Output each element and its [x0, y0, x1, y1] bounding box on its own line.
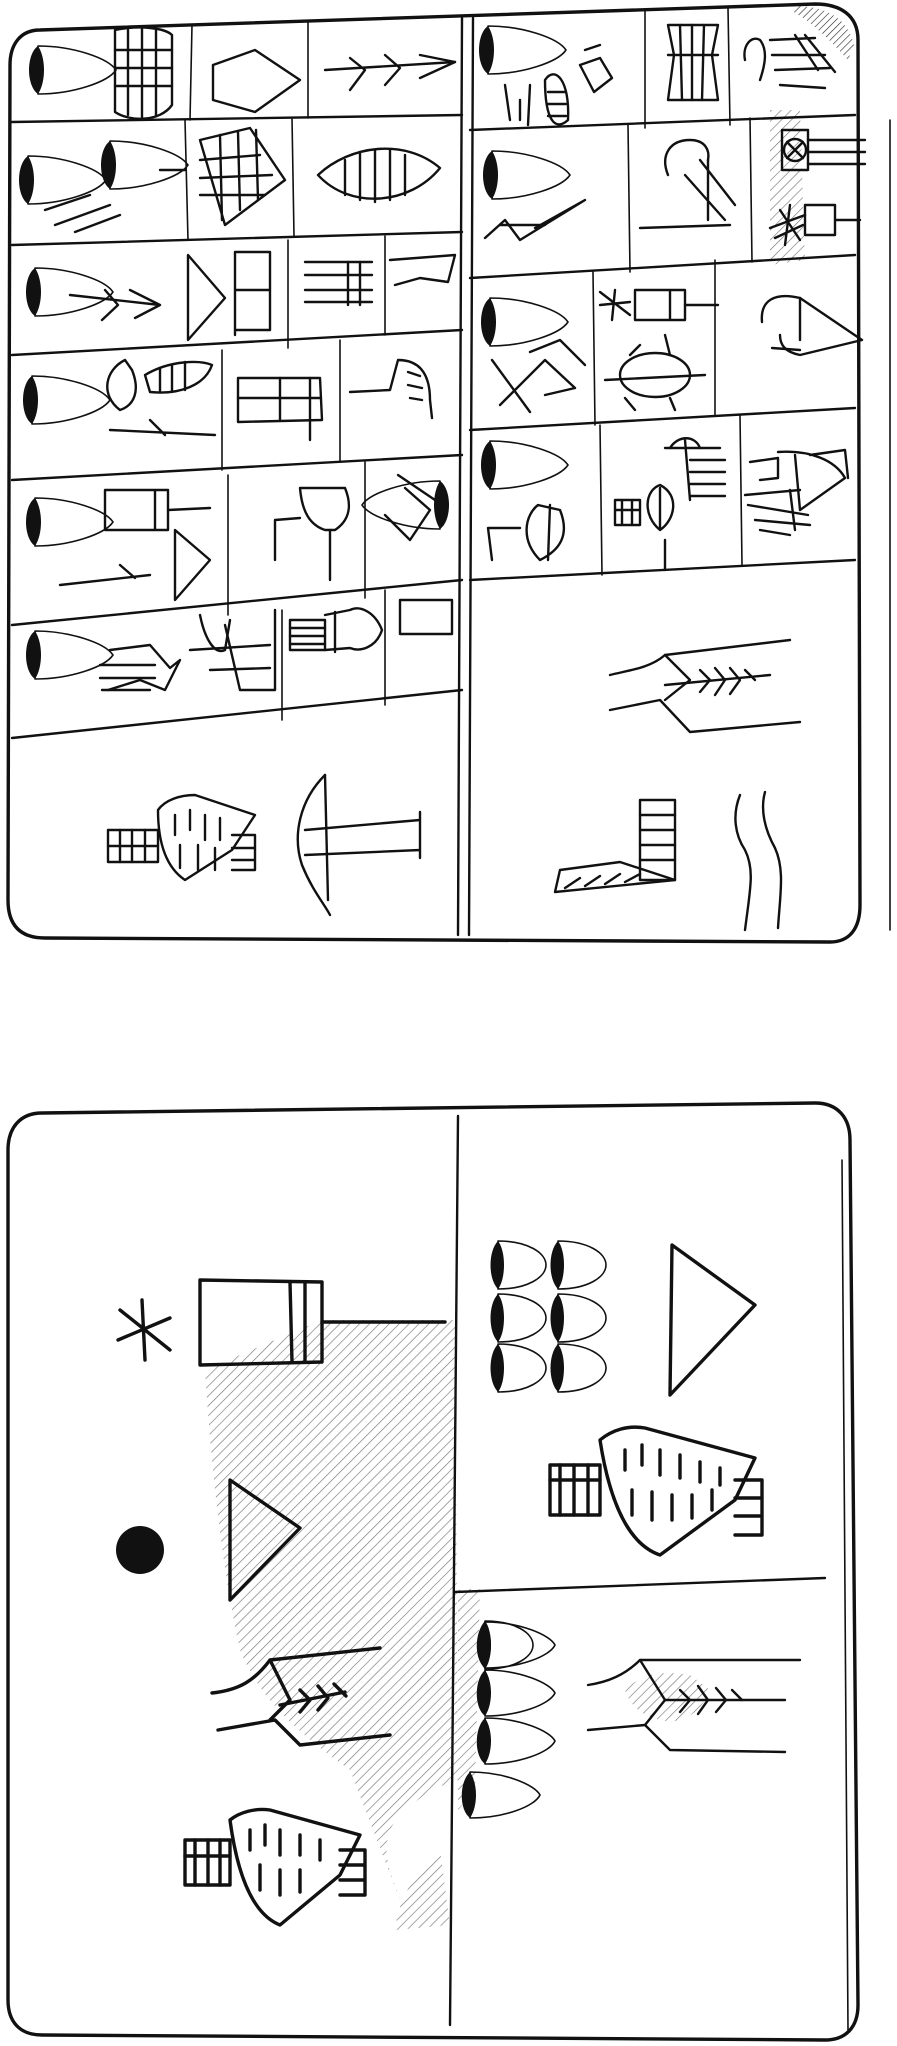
cuneiform-sign-icon [760, 294, 864, 357]
cuneiform-sign-icon [638, 138, 737, 230]
cuneiform-sign-icon [68, 288, 162, 322]
cuneiform-sign-icon [668, 1243, 757, 1397]
cuneiform-sign-icon [383, 473, 437, 542]
cuneiform-sign-icon [210, 1646, 392, 1747]
cuneiform-sign-icon [113, 26, 174, 120]
numeral-impression-icon [482, 150, 571, 200]
cuneiform-sign-icon [608, 638, 802, 734]
cuneiform-sign-icon [316, 147, 442, 204]
numeral-impression-icon [25, 497, 114, 547]
obverse-right-row-lines [468, 113, 857, 582]
cuneiform-sign-icon [186, 250, 272, 342]
cuneiform-sign-icon [586, 1658, 802, 1754]
cuneiform-sign-icon [768, 128, 867, 247]
cuneiform-sign-icon [323, 53, 457, 92]
cuneiform-sign-icon [303, 260, 374, 307]
numeral-impression-icon [489, 1240, 547, 1290]
cuneiform-sign-icon [188, 608, 277, 692]
numeral-impression-icon [549, 1343, 607, 1393]
damage-hatching [458, 1588, 480, 1810]
cuneiform-sign-icon [348, 358, 434, 420]
cuneiform-sign-icon [398, 598, 454, 636]
obverse-outline [6, 2, 862, 944]
numeral-impression-icon [549, 1293, 607, 1343]
numeral-impression-icon [22, 375, 111, 425]
cuneiform-sign-icon [58, 488, 212, 602]
damage-hatching [395, 1850, 450, 1930]
cuneiform-sign-icon [98, 643, 182, 692]
cuneiform-sign-icon [116, 1278, 447, 1367]
numeral-impression-icon [100, 140, 189, 190]
dot-marker-icon [116, 1526, 164, 1574]
reverse-row-line [453, 1576, 827, 1594]
cuneiform-sign-icon [183, 1807, 367, 1927]
cuneiform-sign-icon [486, 503, 566, 562]
obverse-face [6, 2, 891, 944]
obverse-left-cell-dividers [184, 21, 386, 721]
numeral-impression-icon [28, 45, 117, 95]
cuneiform-sign-icon [288, 607, 384, 654]
cuneiform-sign-icon [553, 798, 677, 894]
obverse-right-cell-dividers [592, 7, 753, 576]
cuneiform-sign-icon [198, 126, 287, 227]
cuneiform-sign-icon [236, 376, 324, 442]
cuneiform-sign-icon [106, 358, 217, 437]
reverse-outline [6, 1101, 860, 2042]
cuneiform-sign-icon [483, 198, 587, 242]
damage-hatching [770, 110, 805, 265]
reverse-face [6, 1101, 860, 2042]
damage-hatching [790, 6, 854, 60]
cuneiform-sign-icon [211, 48, 302, 114]
numeral-impression-icon [478, 25, 567, 75]
cuneiform-sign-icon [388, 253, 457, 287]
numeral-impression-icon [480, 440, 569, 490]
numeral-impression-icon [549, 1240, 607, 1290]
cuneiform-sign-icon [228, 1478, 302, 1602]
damage-hatching [205, 1320, 458, 1900]
cuneiform-sign-icon [273, 486, 351, 582]
reverse-edge-line [841, 1159, 849, 2031]
numeral-impression-icon [489, 1343, 547, 1393]
cuneiform-sign-icon [598, 288, 720, 412]
column-divider [456, 16, 464, 937]
damage-hatching [625, 1673, 710, 1722]
cuneiform-sign-icon [734, 790, 783, 932]
cuneiform-sign-icon [106, 793, 257, 882]
cuneiform-sign-icon [666, 23, 720, 102]
numeral-impression-icon [461, 1621, 556, 1819]
cuneiform-sign-icon [296, 773, 422, 917]
cuneiform-sign-icon [548, 1425, 764, 1557]
numeral-impression-icon [25, 630, 114, 680]
column-divider [467, 16, 475, 937]
numeral-impression-icon [480, 297, 569, 347]
column-divider [448, 1114, 460, 2027]
numeral-impression-icon [18, 155, 107, 205]
cuneiform-sign-icon [490, 338, 587, 414]
cuneiform-sign-icon [43, 168, 187, 234]
cuneiform-sign-icon [613, 437, 727, 572]
cuneiform-sign-icon [743, 33, 837, 90]
cuneiform-sign-icon [503, 43, 614, 127]
numeral-impression-icon [489, 1293, 547, 1343]
numeral-impression-icon [25, 267, 114, 317]
obverse-left-row-lines [10, 113, 464, 740]
cuneiform-sign-icon [743, 448, 850, 537]
